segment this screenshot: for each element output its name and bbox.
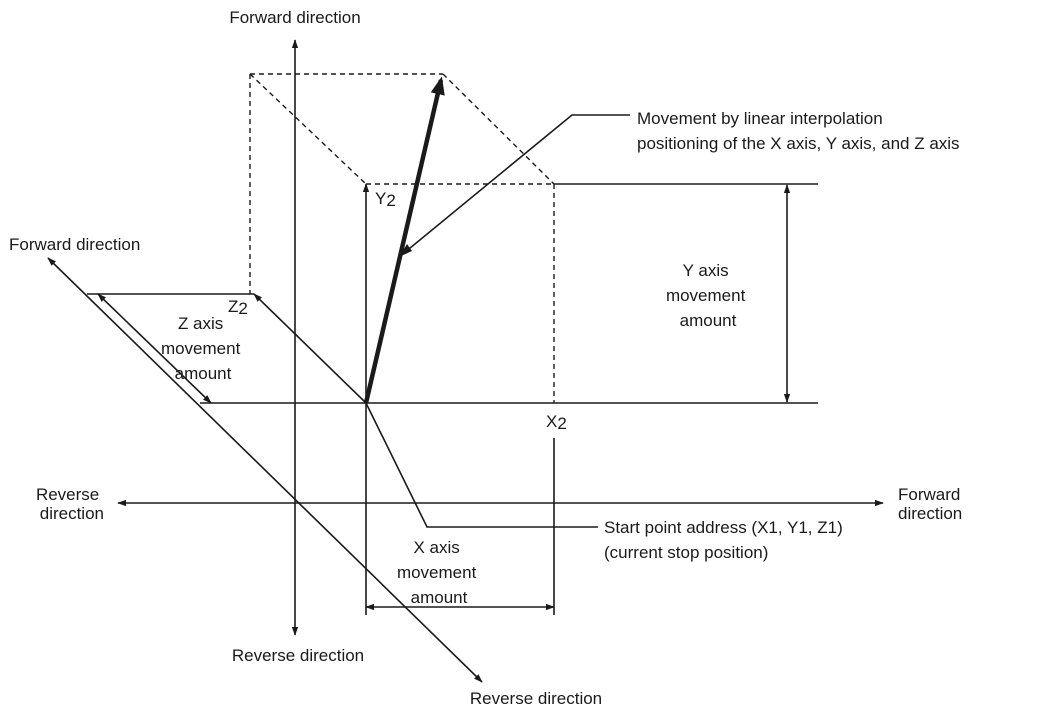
x-axis-movement-amount-label: X axis movement amount [397,538,481,607]
y-axis-movement-amount-label: Y axis movement amount [666,261,750,330]
x2-point-label: X2 [546,412,567,433]
z-axis-movement-amount-label: Z axis movement amount [161,314,245,383]
z2-point-label: Z2 [228,297,248,318]
movement-callout-arrowhead [399,244,412,257]
diagonal-reverse-label: Reverse direction [470,689,602,708]
horizontal-reverse-label: Reverse direction [36,485,104,523]
start-point-callout-text: Start point address (X1, Y1, Z1) (curren… [604,518,847,562]
diagonal-forward-label: Forward direction [9,235,140,254]
movement-vector [363,76,445,404]
start-point-callout-leader [365,402,598,528]
horizontal-forward-label: Forward direction [898,485,965,523]
vertical-reverse-label: Reverse direction [232,646,364,665]
start-z-axis [253,293,367,404]
dashed-back-left [249,73,367,185]
movement-callout-leader [403,114,630,254]
y2-point-label: Y2 [375,189,396,210]
dashed-back-right [442,73,555,185]
movement-callout-text: Movement by linear interpolation positio… [637,109,960,153]
z-amount-dimension [97,293,212,404]
diagonal-axis [47,257,483,683]
vertical-forward-label: Forward direction [229,8,360,27]
